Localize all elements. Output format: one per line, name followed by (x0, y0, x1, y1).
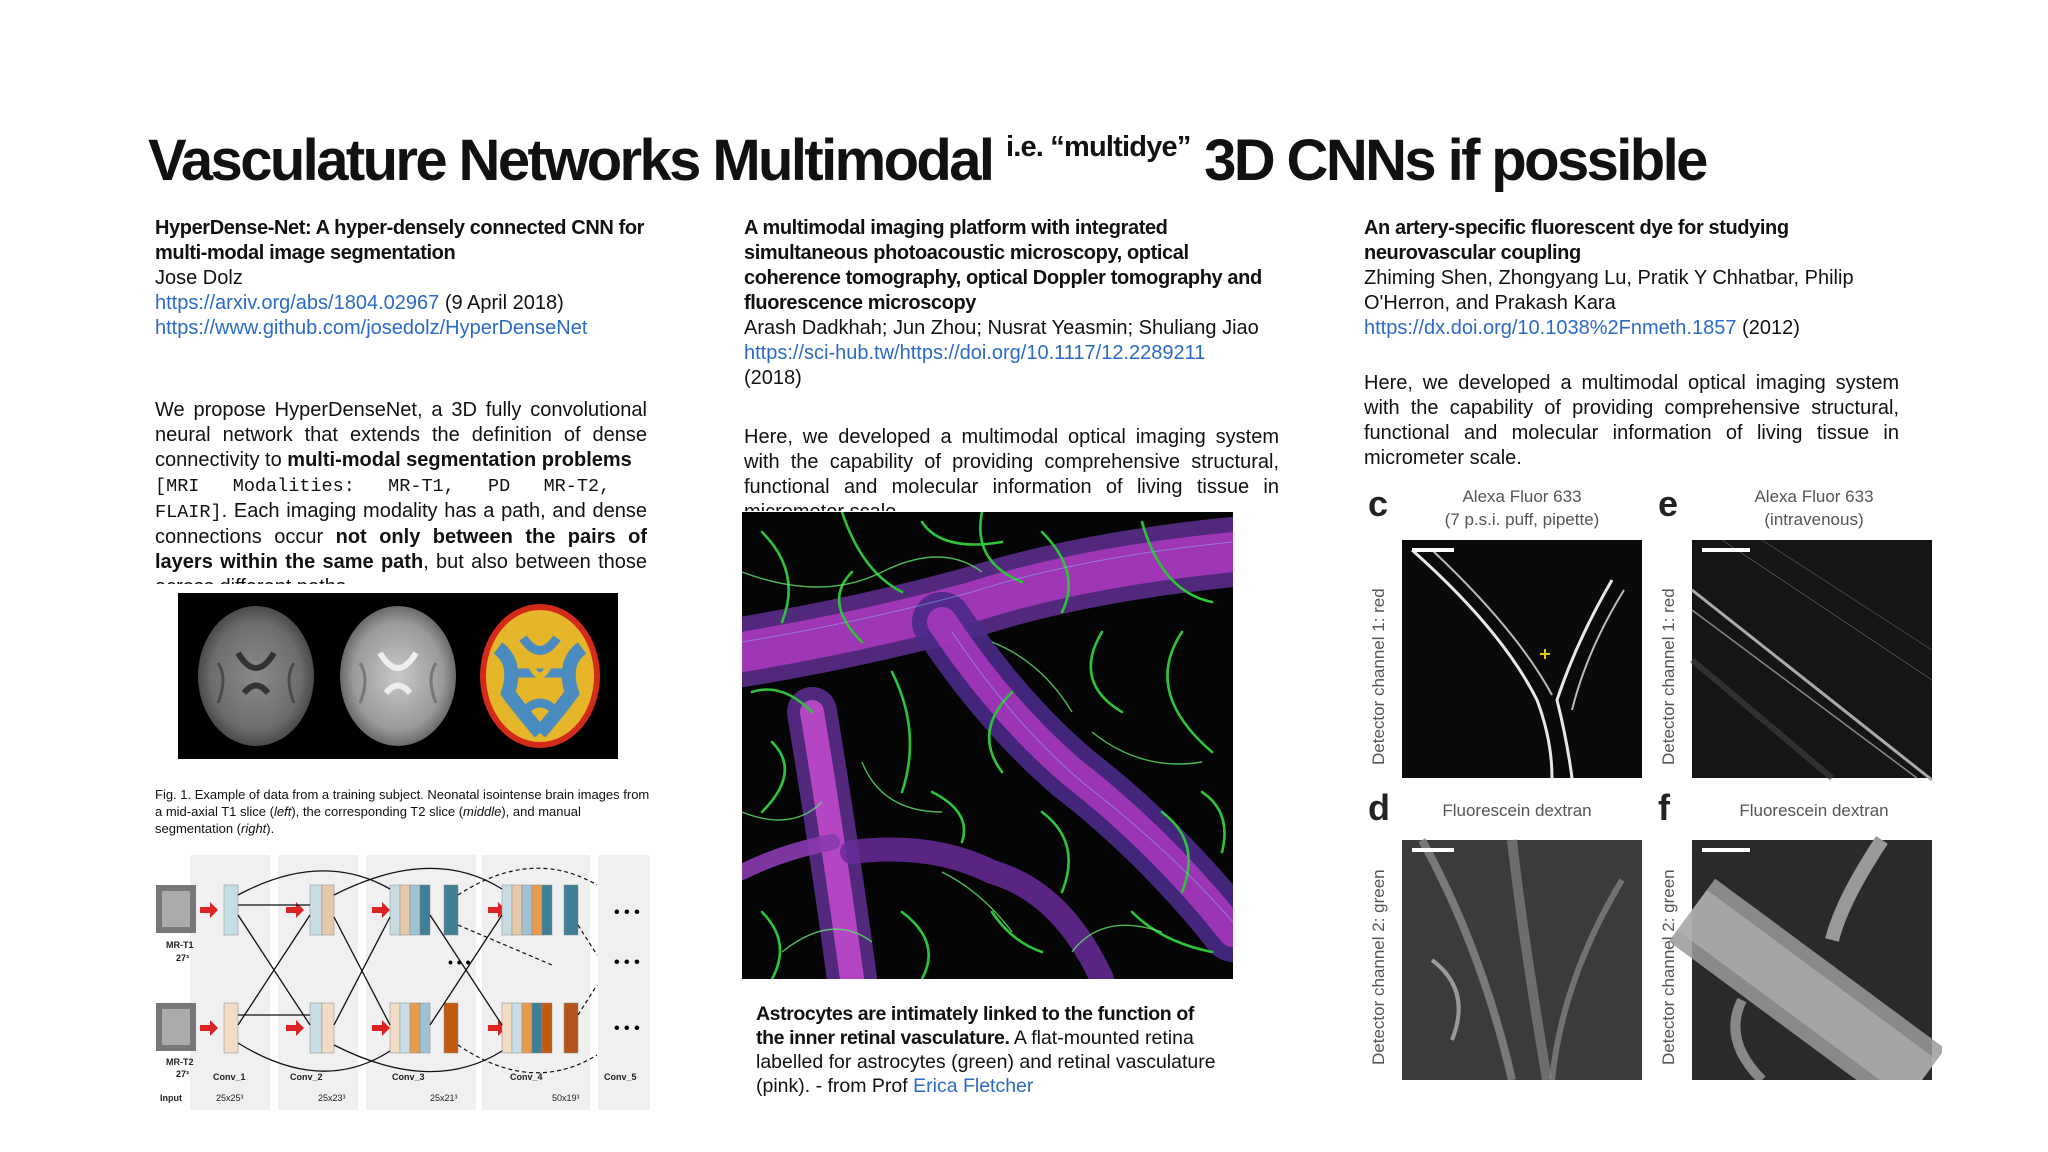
size-conv2: 25x23³ (318, 1093, 346, 1103)
col2-link[interactable]: https://sci-hub.tw/https://doi.org/10.11… (744, 342, 1206, 364)
col2-abstract: Here, we developed a multimodal optical … (744, 426, 1279, 511)
more-layers-mid: • • • (614, 954, 640, 971)
label-conv4: Conv_4 (510, 1072, 543, 1082)
panel-c-label: c (1368, 483, 1388, 524)
col2-authors: Arash Dadkhah; Jun Zhou; Nusrat Yeasmin;… (744, 317, 1259, 339)
col1-abstract-text-2: . Each imaging modality has a path, and … (155, 500, 647, 548)
segmentation-slice (480, 604, 600, 748)
col1-heading: HyperDense-Net: A hyper-densely connecte… (155, 217, 645, 264)
t2-slice (340, 606, 456, 746)
label-input: Input (160, 1093, 182, 1103)
input-t2-size: 27³ (176, 1069, 189, 1079)
col3-authors: Zhiming Shen, Zhongyang Lu, Pratik Y Chh… (1364, 267, 1854, 314)
retina-astrocyte-image (742, 512, 1233, 979)
caption-part: Fig. 1. Example of data from a training … (155, 787, 650, 819)
erica-fletcher-link[interactable]: Erica Fletcher (913, 1075, 1034, 1097)
panel-d-label: d (1368, 787, 1390, 828)
col1-modalities-code: [MRI Modalities: MR-T1, PD MR-T2, (155, 476, 611, 497)
input-t1-label: MR-T1 (166, 940, 194, 950)
col1-abstract-text: We propose HyperDenseNet, a 3D fully con… (155, 399, 647, 471)
col1-github-link[interactable]: https://www.github.com/josedolz/HyperDen… (155, 317, 588, 339)
side-label-red-e: Detector channel 1: red (1659, 588, 1678, 765)
col2-citation: A multimodal imaging platform with integ… (744, 216, 1279, 391)
col1-citation: HyperDense-Net: A hyper-densely connecte… (155, 216, 647, 341)
title-main: Vasculature Networks Multimodal (148, 128, 995, 193)
panel-c-title2: (7 p.s.i. puff, pipette) (1445, 510, 1600, 529)
slide-title: Vasculature Networks Multimodal i.e. “mu… (148, 112, 1708, 196)
size-conv4: 50x19³ (552, 1093, 580, 1103)
more-layers-center: • • • (448, 954, 471, 970)
size-conv3: 25x21³ (430, 1093, 458, 1103)
col3-year: (2012) (1736, 317, 1800, 339)
panel-e-title1: Alexa Fluor 633 (1754, 487, 1873, 506)
col3-citation: An artery-specific fluorescent dye for s… (1364, 216, 1879, 341)
panel-e-label: e (1658, 483, 1678, 524)
panel-e-title2: (intravenous) (1764, 510, 1863, 529)
label-conv1: Conv_1 (213, 1072, 246, 1082)
side-label-red-c: Detector channel 1: red (1369, 588, 1388, 765)
col3-heading: An artery-specific fluorescent dye for s… (1364, 217, 1789, 264)
col1-abstract-text-3: , but also between those across differen… (155, 551, 647, 584)
caption-part: ), the corresponding T2 slice ( (291, 804, 464, 819)
input-t1-size: 27³ (176, 953, 189, 963)
col1-modalities-code-end: FLAIR] (155, 502, 222, 523)
col1-date: (9 April 2018) (439, 292, 564, 314)
side-label-green-f: Detector channel 2: green (1659, 869, 1678, 1065)
panel-d-image (1402, 838, 1642, 1080)
col1-abstract-bold-2: not only between the pairs of layers wit… (155, 526, 647, 573)
caption-bold: Astrocytes are intimately linked to the … (756, 1003, 1194, 1049)
fig1-caption: Fig. 1. Example of data from a training … (155, 786, 650, 837)
caption-italic: right (241, 821, 267, 836)
more-layers-top: • • • (614, 904, 640, 921)
title-end: 3D CNNs if possible (1204, 128, 1708, 193)
panel-f-image (1668, 836, 1942, 1080)
side-label-green-d: Detector channel 2: green (1369, 869, 1388, 1065)
caption-text: A flat-mounted retina labelled for astro… (756, 1027, 1216, 1097)
title-superscript: i.e. “multidye” (1005, 131, 1191, 163)
panel-c-image (1402, 540, 1642, 779)
panel-e-image (1690, 539, 1933, 782)
fluorescent-dye-figure: c e d f Alexa Fluor 633 (7 p.s.i. puff, … (1362, 480, 1942, 1080)
panel-f-label: f (1658, 787, 1671, 828)
col1-arxiv-link[interactable]: https://arxiv.org/abs/1804.02967 (155, 292, 440, 314)
t1-slice (198, 606, 314, 746)
col3-doi-link[interactable]: https://dx.doi.org/10.1038%2Fnmeth.1857 (1364, 317, 1737, 339)
col3-abstract: Here, we developed a multimodal optical … (1364, 372, 1899, 469)
col1-abstract: We propose HyperDenseNet, a 3D fully con… (155, 398, 647, 584)
input-t2-label: MR-T2 (166, 1057, 194, 1067)
caption-part: ), and manual segmentation ( (155, 804, 581, 836)
caption-italic: middle (463, 804, 502, 819)
col2-year: (2018) (744, 367, 802, 389)
caption-italic: left (273, 804, 292, 819)
col2-image-caption: Astrocytes are intimately linked to the … (756, 1002, 1226, 1098)
panel-f-title: Fluorescein dextran (1739, 801, 1888, 820)
more-layers-bottom: • • • (614, 1020, 640, 1037)
label-conv5: Conv_5 (604, 1072, 637, 1082)
caption-part: ). (266, 821, 275, 836)
brain-mri-figure (178, 593, 618, 759)
size-conv1: 25x25³ (216, 1093, 244, 1103)
label-conv3: Conv_3 (392, 1072, 425, 1082)
col1-author: Jose Dolz (155, 267, 243, 289)
label-conv2: Conv_2 (290, 1072, 323, 1082)
panel-d-title: Fluorescein dextran (1442, 801, 1591, 820)
panel-c-title1: Alexa Fluor 633 (1462, 487, 1581, 506)
col2-heading: A multimodal imaging platform with integ… (744, 217, 1262, 314)
hyperdensenet-architecture-diagram: MR-T1 27³ MR-T2 27³ • • • • (152, 855, 652, 1115)
col1-abstract-bold: multi-modal segmentation problems (287, 449, 632, 471)
